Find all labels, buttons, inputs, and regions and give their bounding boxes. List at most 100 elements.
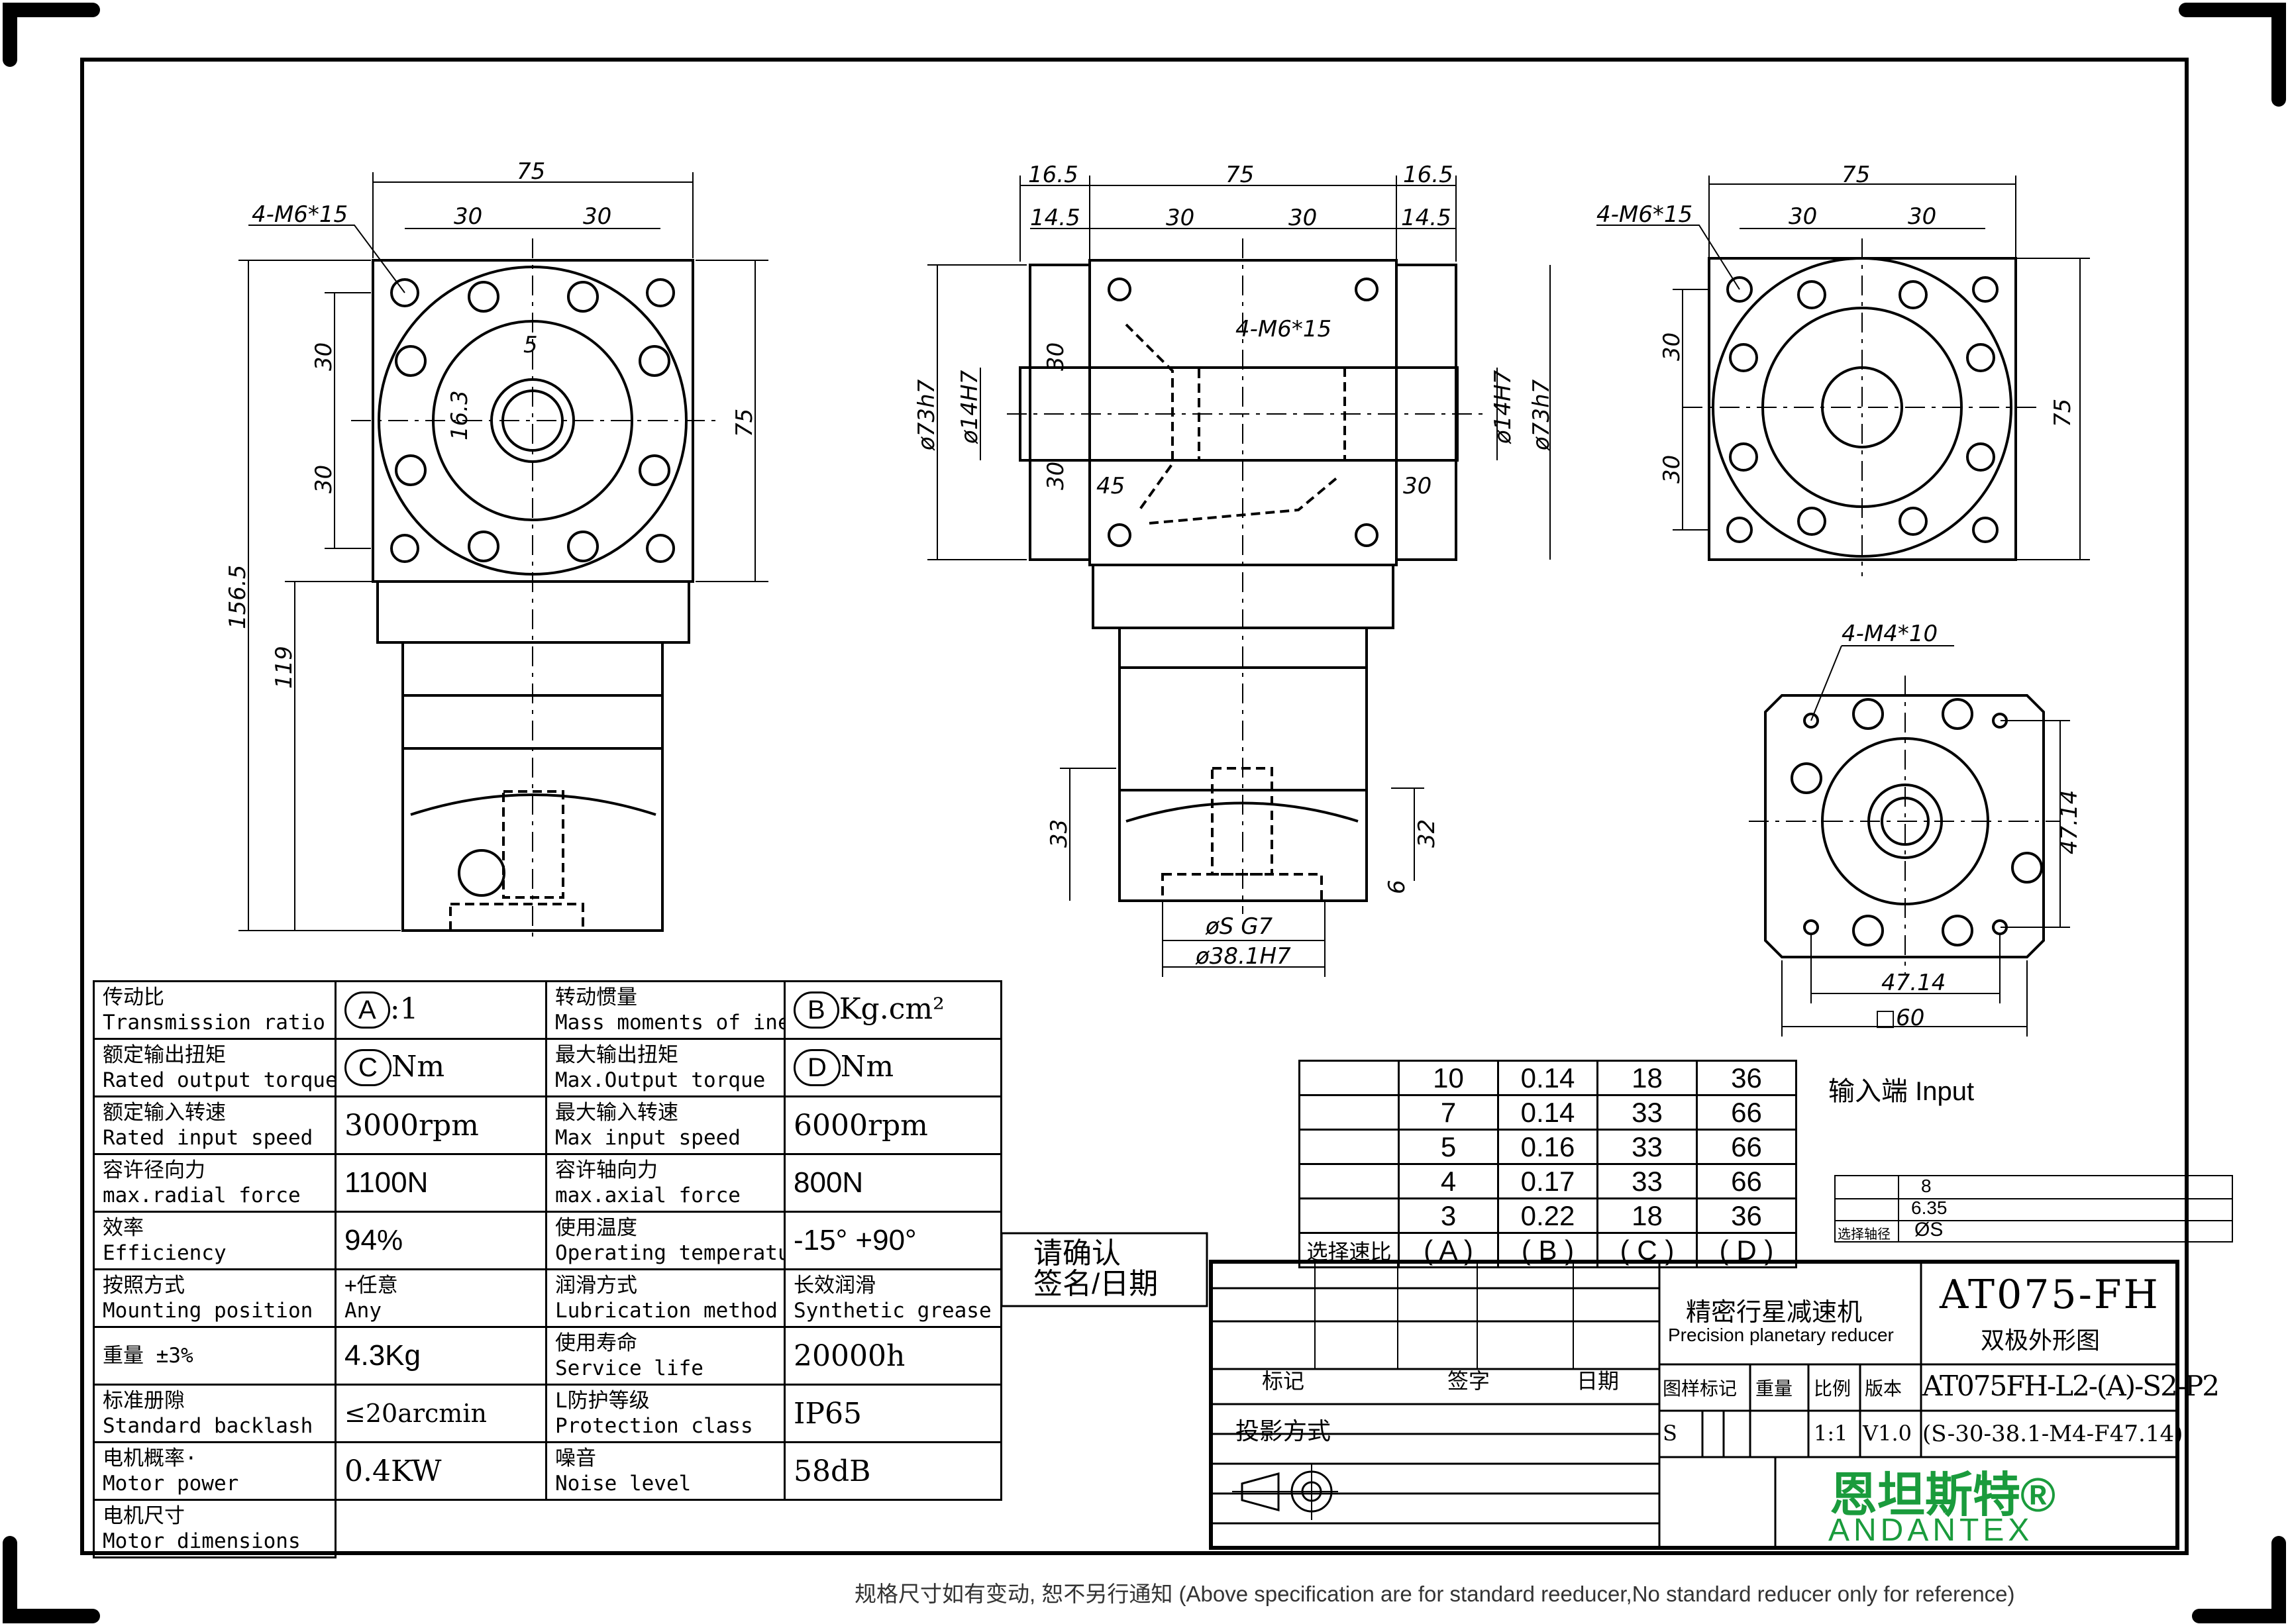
dim-text: 47.14 bbox=[2056, 790, 2083, 854]
value: 3000rpm bbox=[335, 1095, 547, 1155]
value: IP65 bbox=[784, 1384, 1002, 1443]
dim-text: 30 bbox=[1043, 462, 1069, 490]
dim-text: 30 bbox=[583, 203, 611, 230]
label-cn: 电机尺寸 bbox=[103, 1504, 185, 1528]
confirm-line-1: 请确认 bbox=[1033, 1237, 1121, 1270]
mini-label: 选择轴径 bbox=[1838, 1227, 1891, 1242]
table-cell: 66 bbox=[1696, 1163, 1797, 1199]
value: 800N bbox=[784, 1153, 1002, 1213]
param-box: C bbox=[344, 1049, 391, 1086]
header-scale: 比例 bbox=[1814, 1378, 1851, 1399]
label-cn: L防护等级 bbox=[555, 1389, 650, 1413]
label-cn: 传动比 bbox=[103, 986, 164, 1009]
value-cn: +任意 bbox=[344, 1274, 398, 1297]
label-cn: 电机概率· bbox=[103, 1446, 197, 1470]
label-cn: 重量 ±3% bbox=[103, 1344, 193, 1368]
table-cell: 0.16 bbox=[1497, 1129, 1598, 1165]
table-cell: 18 bbox=[1596, 1060, 1698, 1096]
table-cell: 33 bbox=[1596, 1094, 1698, 1131]
dim-text: 16.5 bbox=[1028, 162, 1078, 188]
dim-text: 5 bbox=[523, 332, 538, 358]
dim-text: 156.5 bbox=[225, 565, 251, 629]
label-en: Protection class bbox=[555, 1414, 753, 1438]
version-value: V1.0 bbox=[1863, 1421, 1912, 1446]
value-suffix: Kg.cm² bbox=[839, 992, 945, 1026]
value: -15° +90° bbox=[784, 1211, 1002, 1270]
table-cell: 0.14 bbox=[1497, 1060, 1598, 1096]
table-cell: 36 bbox=[1696, 1197, 1797, 1234]
label-cn: 润滑方式 bbox=[555, 1274, 637, 1297]
dim-text: ø14H7 bbox=[957, 370, 983, 444]
dim-text: □60 bbox=[1875, 1005, 1924, 1031]
brand-logo-cn: 恩坦斯特® bbox=[1830, 1469, 2056, 1522]
dim-text: 45 bbox=[1096, 473, 1125, 499]
value: 58dB bbox=[784, 1441, 1002, 1501]
mark-header: 标记 bbox=[1262, 1369, 1305, 1393]
label-en: Transmission ratio bbox=[103, 1011, 325, 1035]
table-cell: 4 bbox=[1398, 1163, 1499, 1199]
value-suffix: :1 bbox=[390, 992, 419, 1026]
dim-text: ø73h7 bbox=[1528, 379, 1555, 451]
label-en: Rated input speed bbox=[103, 1126, 313, 1150]
product-name-cn: 精密行星减速机 bbox=[1686, 1299, 1863, 1327]
confirm-line-2: 签名/日期 bbox=[1033, 1268, 1159, 1300]
dim-text: 30 bbox=[1288, 205, 1317, 231]
dim-text: 32 bbox=[1414, 819, 1440, 848]
label-en: Lubrication method bbox=[555, 1299, 778, 1323]
dim-text: 16.5 bbox=[1403, 162, 1453, 188]
confirm-box bbox=[1000, 1232, 1208, 1307]
corner-mark bbox=[2192, 1536, 2286, 1623]
value: 20000h bbox=[784, 1326, 1002, 1386]
label-cn: 标准册隙 bbox=[103, 1389, 185, 1413]
label-en: Motor power bbox=[103, 1472, 239, 1496]
table-cell: 5 bbox=[1398, 1129, 1499, 1165]
value-suffix: Nm bbox=[391, 1050, 445, 1084]
label-en: Efficiency bbox=[103, 1241, 227, 1265]
label-cn: 容许轴向力 bbox=[555, 1158, 658, 1182]
dim-text: 75 bbox=[2050, 399, 2076, 427]
table-cell: 7 bbox=[1398, 1094, 1499, 1131]
drawing-frame bbox=[80, 58, 2189, 1555]
header-weight: 重量 bbox=[1755, 1378, 1793, 1399]
corner-mark bbox=[2179, 3, 2286, 107]
dim-text: 4-M6*15 bbox=[1235, 316, 1331, 342]
label-cn: 转动惯量 bbox=[555, 986, 637, 1009]
dim-text: 30 bbox=[1789, 203, 1817, 230]
corner-mark bbox=[3, 3, 100, 67]
dim-text: 4-M6*15 bbox=[252, 201, 348, 228]
dim-text: 30 bbox=[1043, 342, 1069, 371]
title-block bbox=[1209, 1260, 2179, 1550]
dim-text: 75 bbox=[1225, 162, 1254, 188]
value: 6000rpm bbox=[784, 1095, 1002, 1155]
view-rear-flange bbox=[1596, 176, 2090, 576]
projection-symbol bbox=[1232, 1464, 1338, 1520]
dim-text: 30 bbox=[1908, 203, 1936, 230]
value: 0.4KW bbox=[335, 1441, 547, 1501]
param-box: D bbox=[794, 1049, 841, 1086]
label-cn: 噪音 bbox=[555, 1446, 596, 1470]
view-motor-flange bbox=[1749, 645, 2070, 1037]
param-box: B bbox=[794, 991, 839, 1029]
dim-text: 30 bbox=[1166, 205, 1194, 231]
dim-text: 75 bbox=[1842, 162, 1870, 188]
value-en: Any bbox=[344, 1299, 382, 1323]
label-cn: 额定输出扭矩 bbox=[103, 1043, 226, 1067]
label-cn: 使用温度 bbox=[555, 1216, 637, 1240]
dim-text: 33 bbox=[1046, 819, 1072, 848]
dim-text: 6 bbox=[1384, 880, 1410, 894]
value-en: Synthetic grease bbox=[794, 1299, 992, 1323]
dim-text: 30 bbox=[311, 342, 337, 371]
dim-text: 30 bbox=[1403, 473, 1431, 499]
label-en: Noise level bbox=[555, 1472, 692, 1496]
table-cell: 36 bbox=[1696, 1060, 1797, 1096]
mini-cell: 8 bbox=[1921, 1176, 1932, 1196]
dim-text: 14.5 bbox=[1401, 205, 1451, 231]
